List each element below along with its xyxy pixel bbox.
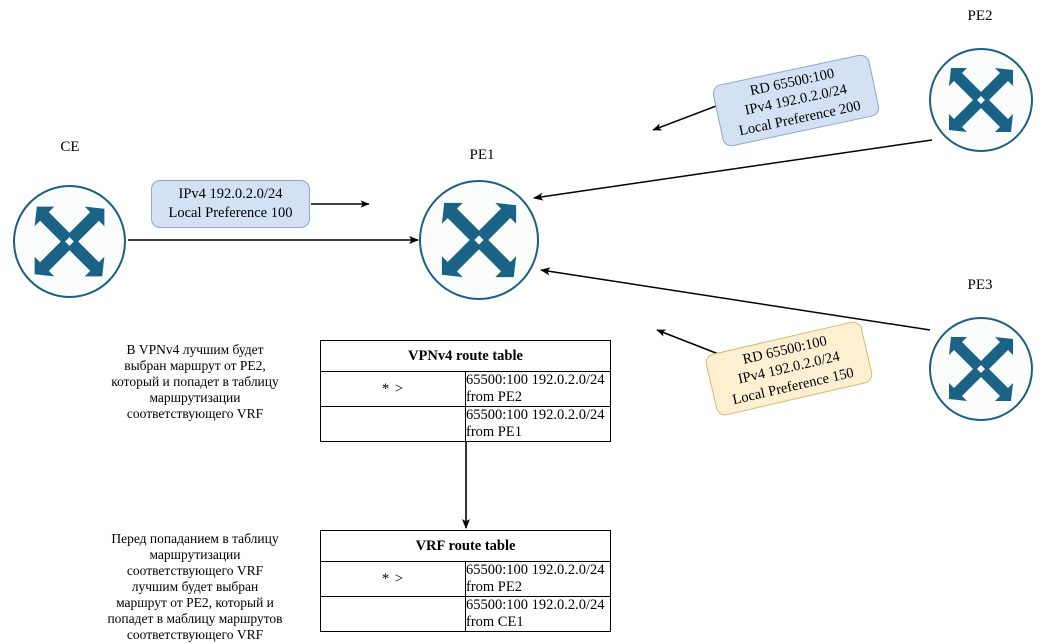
callout-line: IPv4 192.0.2.0/24 <box>178 186 283 203</box>
router-node-pe3[interactable] <box>929 317 1033 421</box>
edge-pe2-callout-arrow <box>652 102 725 131</box>
node-label-pe1: PE1 <box>469 147 495 163</box>
table-row: 65500:100 192.0.2.0/24 from PE1 <box>320 406 611 442</box>
router-icon <box>441 202 517 278</box>
route-entry: 65500:100 192.0.2.0/24 from CE1 <box>465 596 611 632</box>
table-header-row: VRF route table <box>320 530 611 562</box>
vrf-route-table: VRF route table * > 65500:100 192.0.2.0/… <box>320 530 611 632</box>
edge-pe3-to-pe1 <box>540 267 931 331</box>
router-node-pe1[interactable] <box>419 180 539 300</box>
route-flag <box>320 596 466 632</box>
note-line: соответствующего VRF <box>126 405 264 421</box>
note-line: соответствующего VRF <box>126 626 264 642</box>
node-label-pe2: PE2 <box>967 8 993 24</box>
note-line: выбран маршрут от PE2, <box>124 357 266 373</box>
vpnv4-route-table-title: VPNv4 route table <box>320 340 611 372</box>
note-line: В VPNv4 лучшим будет <box>126 342 264 357</box>
route-entry: 65500:100 192.0.2.0/24 from PE1 <box>465 406 611 442</box>
route-flag: * > <box>320 561 466 597</box>
node-label-ce: CE <box>60 139 80 155</box>
note-line: маршрутизации <box>149 389 241 405</box>
router-icon <box>34 206 105 277</box>
node-label-pe3: PE3 <box>967 277 993 293</box>
callout-pe3-advertisement: RD 65500:100 IPv4 192.0.2.0/24 Local Pre… <box>703 319 875 418</box>
note-line: лучшим будет выбран <box>131 578 259 594</box>
note-line: Перед попаданием в таблицу <box>111 531 279 546</box>
route-flag: * > <box>320 371 466 407</box>
table-row: * > 65500:100 192.0.2.0/24 from PE2 <box>320 371 611 407</box>
note-line: который и попадет в таблицу <box>111 373 279 389</box>
note-vpnv4-selection: В VPNv4 лучшим будет выбран маршрут от P… <box>80 342 310 422</box>
vpnv4-route-table: VPNv4 route table * > 65500:100 192.0.2.… <box>320 340 611 442</box>
router-node-ce[interactable] <box>13 185 126 298</box>
note-line: попадет в маблицу маршрутов <box>107 610 283 626</box>
note-vrf-selection: Перед попаданием в таблицу маршрутизации… <box>76 531 314 642</box>
callout-line: Local Preference 100 <box>168 205 293 221</box>
router-node-pe2[interactable] <box>929 48 1033 152</box>
note-line: соответствующего VRF <box>126 562 264 578</box>
note-line: маршрут от PE2, который и <box>116 594 274 610</box>
callout-pe2-advertisement: RD 65500:100 IPv4 192.0.2.0/24 Local Pre… <box>711 53 881 148</box>
router-icon <box>949 68 1013 132</box>
table-header-row: VPNv4 route table <box>320 340 611 372</box>
callout-ce-advertisement: IPv4 192.0.2.0/24 Local Preference 100 <box>151 180 310 228</box>
table-row: * > 65500:100 192.0.2.0/24 from PE2 <box>320 561 611 597</box>
edge-pe3-callout-arrow <box>656 329 722 356</box>
route-entry: 65500:100 192.0.2.0/24 from PE2 <box>465 561 611 597</box>
vrf-route-table-title: VRF route table <box>320 530 611 562</box>
edge-pe2-to-pe1 <box>533 139 933 201</box>
route-entry: 65500:100 192.0.2.0/24 from PE2 <box>465 371 611 407</box>
note-line: маршрутизации <box>149 546 241 562</box>
route-flag <box>320 406 466 442</box>
table-row: 65500:100 192.0.2.0/24 from CE1 <box>320 596 611 632</box>
router-icon <box>949 337 1013 401</box>
